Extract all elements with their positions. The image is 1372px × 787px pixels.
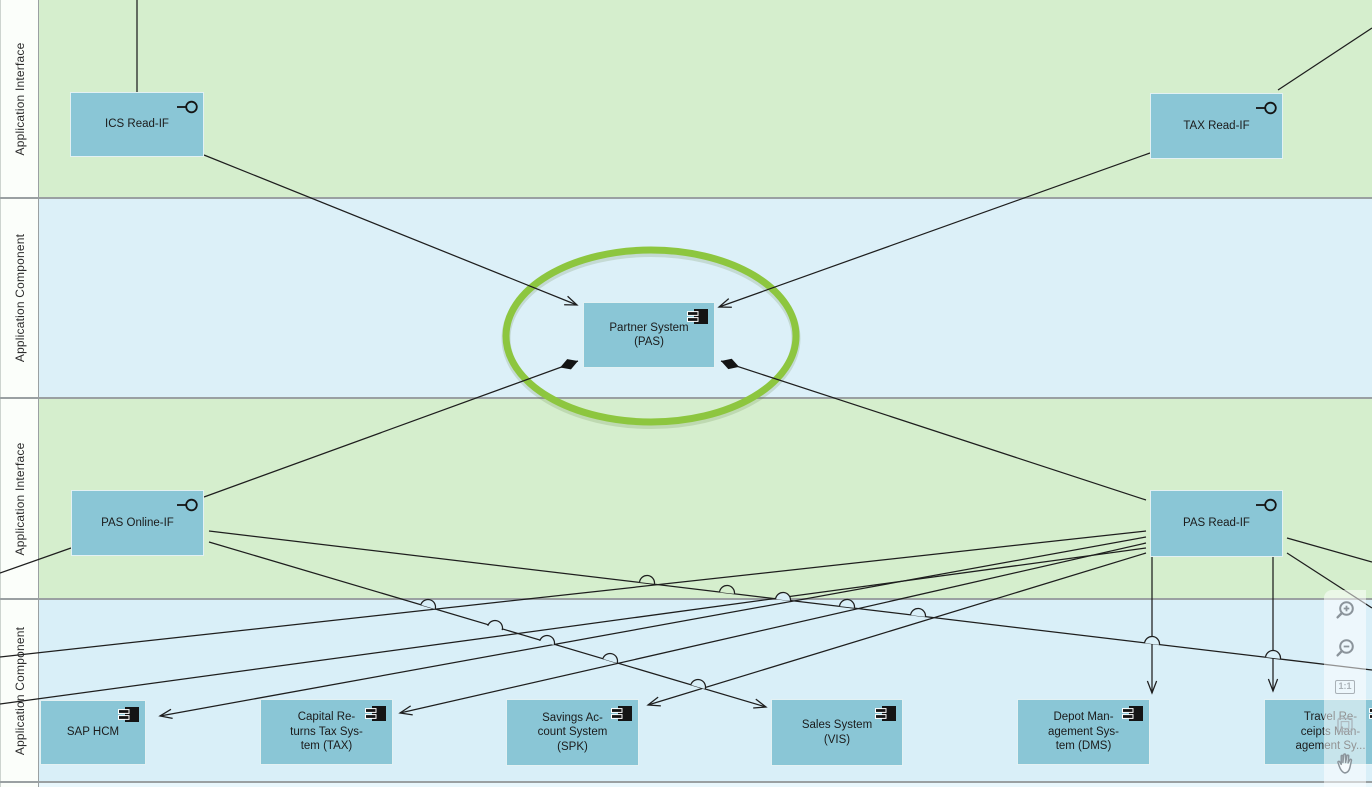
component-icon [611,705,633,726]
interface-icon [1252,494,1278,520]
actual-size-button[interactable]: 1:1 [1328,670,1362,704]
lane-label-cell: Application Interface [0,0,39,197]
lane-band [39,600,1372,781]
node-label: TAX Read-IF [1183,119,1250,132]
lane-label: Application Interface [12,42,27,155]
node-label: Sales System (VIS) [801,719,873,746]
lane-label-cell: Application Interface [0,399,39,598]
actual-size-icon: 1:1 [1335,680,1355,694]
node-pas-read-if[interactable]: PAS Read-IF [1150,490,1283,557]
pan-button[interactable] [1328,746,1362,780]
zoom-out-icon [1336,639,1354,657]
zoom-in-button[interactable] [1328,594,1362,628]
node-ics-read-if[interactable]: ICS Read-IF [70,92,204,157]
fit-page-icon [1337,717,1353,733]
zoom-toolbar: 1:1 [1324,590,1366,787]
pan-hand-icon [1336,753,1352,774]
lane-label: Application Interface [12,442,27,555]
node-partner-system-pas[interactable]: Partner System (PAS) [583,302,715,368]
lane-row: Application Component [0,600,1372,783]
interface-icon [173,96,199,122]
lane-row: Application Component [0,199,1372,399]
node-pas-online-if[interactable]: PAS Online-IF [71,490,204,556]
lane-row [0,783,1372,787]
lane-label-cell [0,783,39,787]
lane-band [39,783,1372,787]
node-label: PAS Online-IF [101,516,174,529]
node-capital-returns-tax-system[interactable]: Capital Re- turns Tax Sys- tem (TAX) [260,699,393,765]
node-tax-read-if[interactable]: TAX Read-IF [1150,93,1283,159]
node-label: Partner System (PAS) [609,321,689,348]
component-icon [365,705,387,726]
node-label: Savings Ac- count System (SPK) [537,711,608,753]
node-label: Capital Re- turns Tax Sys- tem (TAX) [290,711,363,753]
zoom-out-button[interactable] [1328,632,1362,666]
interface-icon [1252,97,1278,123]
node-sap-hcm[interactable]: SAP HCM [40,700,146,765]
node-savings-account-system-spk[interactable]: Savings Ac- count System (SPK) [506,699,639,766]
node-label: ICS Read-IF [105,118,169,131]
node-label: SAP HCM [66,726,120,739]
node-sales-system-vis[interactable]: Sales System (VIS) [771,699,903,766]
lane-label: Application Component [12,233,27,363]
node-label: Depot Man- agement Sys- tem (DMS) [1048,711,1119,753]
lane-label: Application Component [12,626,27,755]
node-depot-management-system-dms[interactable]: Depot Man- agement Sys- tem (DMS) [1017,699,1150,765]
component-icon [875,705,897,726]
node-label: PAS Read-IF [1183,517,1250,530]
component-icon [1122,705,1144,726]
fit-page-button[interactable] [1328,708,1362,742]
zoom-in-icon [1336,601,1354,619]
lane-label-cell: Application Component [0,199,39,397]
lane-label-cell: Application Component [0,600,39,781]
